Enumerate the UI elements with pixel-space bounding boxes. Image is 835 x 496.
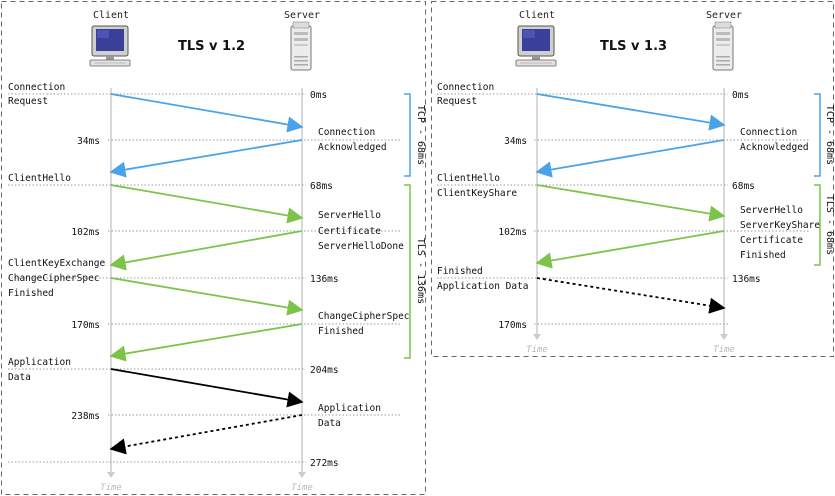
- tls12-server-hello-label: ServerHello: [318, 210, 381, 221]
- tls13-server-finished-label: Finished: [740, 250, 786, 261]
- tls13-server-hello-arrow: [535, 230, 725, 269]
- tls13-time-34ms: 34ms: [504, 136, 527, 147]
- tls13-connection-request-label-2: Request: [437, 96, 477, 107]
- tls12-client-time-label: Time: [100, 483, 122, 493]
- tls13-server-label: Server: [706, 10, 742, 21]
- tls13-client-hello-label: ClientHello: [437, 173, 500, 184]
- tls12-panel-border: [1, 1, 426, 495]
- tls13-time-68ms: 68ms: [732, 181, 755, 192]
- tls12-time-136ms: 136ms: [310, 274, 339, 285]
- tls13-tcp-bracket-label: TCP - 68ms: [824, 105, 835, 165]
- tls13-client-time-label: Time: [526, 345, 548, 355]
- tls12-time-34ms: 34ms: [77, 136, 100, 147]
- tls13-tls-bracket: [814, 184, 821, 266]
- tls13-client-hello-arrow: [536, 184, 726, 222]
- tls12-time-170ms: 170ms: [71, 320, 100, 331]
- tls13-title: TLS v 1.3: [600, 39, 667, 54]
- tls12-application-response-arrow: [109, 414, 303, 455]
- tls13-time-0ms: 0ms: [732, 90, 749, 101]
- tls13-connection-ack-arrow: [535, 139, 725, 178]
- tls12-panel: Client Server TLS v 1.2 Time: [1, 1, 426, 495]
- tls12-connection-request-label-2: Request: [8, 96, 48, 107]
- tls13-tcp-bracket: [814, 93, 821, 177]
- tls12-time-gridlines: [8, 93, 400, 463]
- tls12-application-data-label-2: Data: [8, 372, 31, 383]
- tls13-connection-ack-label-1: Connection: [740, 127, 797, 138]
- tls12-client-key-exchange-label: ClientKeyExchange: [8, 258, 106, 269]
- tls13-connection-request-label-1: Connection: [437, 82, 494, 93]
- tls12-application-data-arrow: [110, 368, 304, 408]
- tls12-finished-label: Finished: [8, 288, 54, 299]
- tls12-server-application-label-2: Data: [318, 418, 341, 429]
- tls12-server-label: Server: [284, 10, 320, 21]
- tls13-certificate-label: Certificate: [740, 235, 803, 246]
- tls13-time-136ms: 136ms: [732, 274, 761, 285]
- tls13-client-time-arrow-icon: [533, 334, 541, 340]
- tls12-client-hello-arrow: [110, 184, 304, 224]
- tls12-connection-request-label-1: Connection: [8, 82, 65, 93]
- tls12-time-0ms: 0ms: [310, 90, 327, 101]
- tls12-server-hello-done-label: ServerHelloDone: [318, 241, 404, 252]
- tls12-client-label: Client: [93, 10, 129, 21]
- tls13-panel: Client Server TLS v 1.3 Time Time: [431, 1, 835, 357]
- tls13-client-computer-icon: [515, 25, 557, 67]
- tls13-application-data-arrow: [536, 277, 726, 314]
- tls12-server-time-label: Time: [291, 483, 313, 493]
- tls12-server-finished-arrow: [109, 323, 303, 362]
- tls12-application-data-label-1: Application: [8, 357, 71, 368]
- tls13-server-time-arrow-icon: [720, 334, 728, 340]
- tls13-panel-border: [431, 1, 834, 357]
- tls13-finished-label: Finished: [437, 266, 483, 277]
- tls12-time-272ms: 272ms: [310, 458, 339, 469]
- tls12-connection-ack-label-2: Acknowledged: [318, 142, 387, 153]
- tls13-tls-bracket-label: TLS - 68ms: [824, 195, 835, 255]
- tls12-time-102ms: 102ms: [71, 227, 100, 238]
- tls13-time-170ms: 170ms: [498, 320, 527, 331]
- tls12-connection-ack-arrow: [109, 139, 303, 178]
- tls12-client-hello-label: ClientHello: [8, 173, 71, 184]
- tls12-client-key-exchange-arrow: [110, 277, 304, 316]
- tls12-connection-request-arrow: [110, 93, 304, 133]
- tls12-tls-bracket-label: TLS - 136ms: [415, 238, 426, 304]
- tls12-server-time-arrow-icon: [298, 472, 306, 478]
- tls12-server-application-label-1: Application: [318, 403, 381, 414]
- tls12-tcp-bracket-label: TCP - 68ms: [415, 105, 426, 165]
- tls13-client-label: Client: [519, 10, 555, 21]
- tls12-certificate-label: Certificate: [318, 226, 381, 237]
- tls13-server-key-share-label: ServerKeyShare: [740, 220, 820, 231]
- tls13-server-time-label: Time: [713, 345, 735, 355]
- tls12-time-238ms: 238ms: [71, 411, 100, 422]
- tls12-server-finished-label: Finished: [318, 326, 364, 337]
- tls12-change-cipher-spec-label: ChangeCipherSpec: [8, 273, 100, 284]
- tls12-server-change-cipher-spec-label: ChangeCipherSpec: [318, 311, 410, 322]
- tls12-connection-ack-label-1: Connection: [318, 127, 375, 138]
- tls12-tcp-bracket: [404, 93, 411, 177]
- tls13-server-icon: [712, 21, 734, 71]
- tls12-server-icon: [290, 21, 312, 71]
- tls13-application-data-label: Application Data: [437, 281, 529, 292]
- tls13-client-key-share-label: ClientKeyShare: [437, 188, 517, 199]
- tls13-time-gridlines: [437, 93, 810, 325]
- tls12-tls-bracket: [404, 184, 411, 359]
- tls12-server-hello-arrow: [109, 230, 303, 271]
- tls12-client-computer-icon: [89, 25, 131, 67]
- tls12-time-68ms: 68ms: [310, 181, 333, 192]
- tls13-connection-ack-label-2: Acknowledged: [740, 142, 809, 153]
- tls13-time-102ms: 102ms: [498, 227, 527, 238]
- tls12-time-204ms: 204ms: [310, 365, 339, 376]
- tls13-connection-request-arrow: [536, 93, 726, 131]
- tls12-title: TLS v 1.2: [178, 39, 245, 54]
- tls13-server-hello-label: ServerHello: [740, 205, 803, 216]
- tls12-client-time-arrow-icon: [107, 472, 115, 478]
